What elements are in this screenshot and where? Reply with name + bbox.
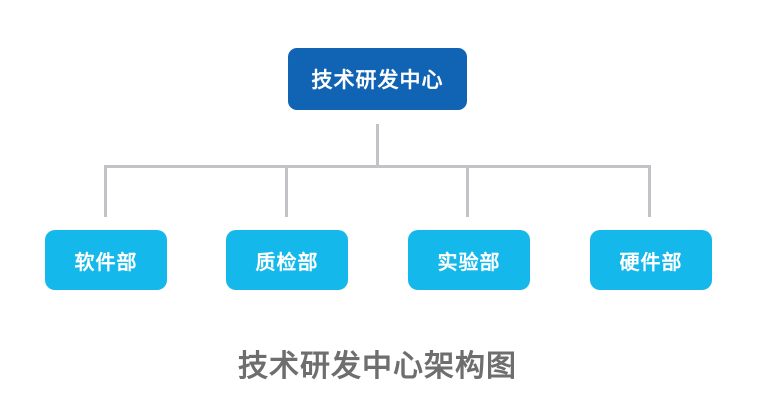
connector-stub — [376, 124, 379, 167]
org-node-root: 技术研发中心 — [288, 48, 467, 110]
org-node-dept-software-label: 软件部 — [74, 251, 138, 274]
org-node-dept-quality-label: 质检部 — [255, 251, 319, 274]
connector-rail — [104, 165, 651, 168]
org-node-root-label: 技术研发中心 — [311, 69, 444, 92]
connector-drop-software — [104, 165, 107, 217]
org-node-dept-hardware: 硬件部 — [590, 230, 712, 290]
org-node-dept-lab: 实验部 — [408, 230, 530, 290]
connector-drop-quality — [285, 165, 288, 217]
org-node-dept-hardware-label: 硬件部 — [619, 251, 683, 274]
connector-drop-hardware — [648, 165, 651, 217]
diagram-caption: 技术研发中心架构图 — [238, 350, 517, 383]
org-node-dept-lab-label: 实验部 — [437, 251, 501, 274]
org-node-dept-software: 软件部 — [45, 230, 167, 290]
org-node-dept-quality: 质检部 — [226, 230, 348, 290]
connector-drop-lab — [466, 165, 469, 217]
